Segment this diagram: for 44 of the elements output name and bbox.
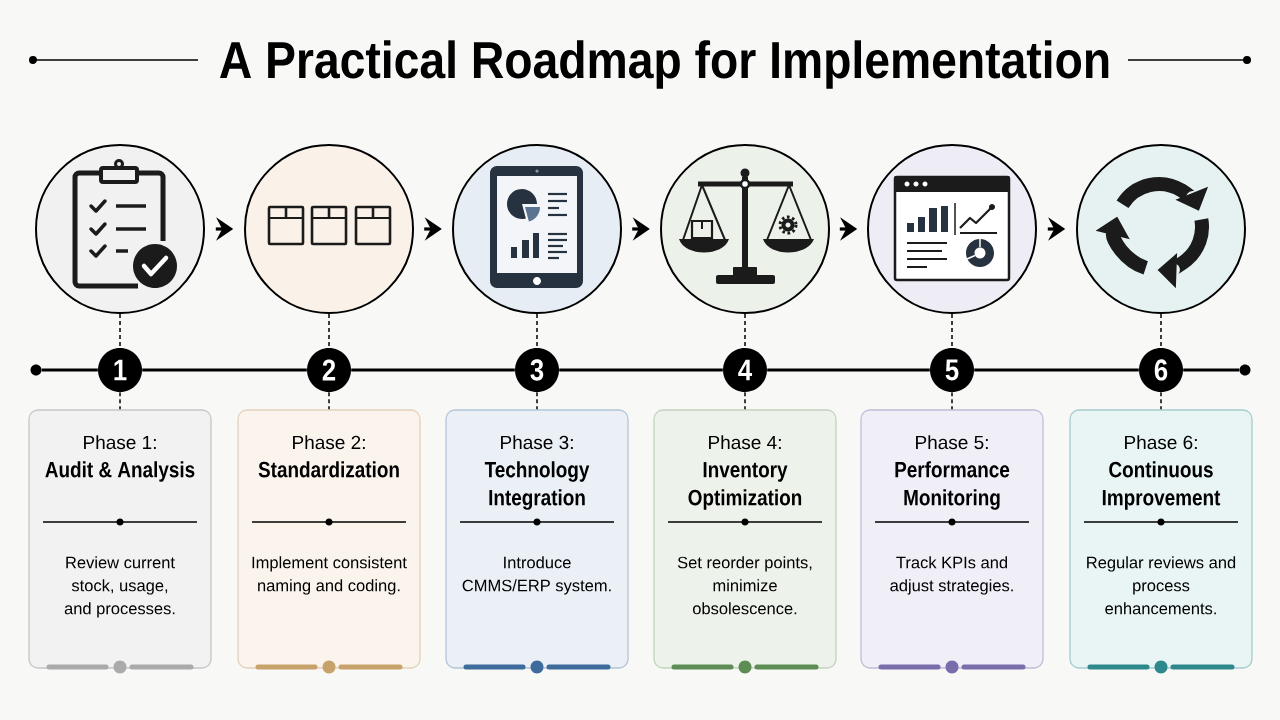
dashed-connector <box>119 391 121 411</box>
timeline-line <box>41 368 98 372</box>
dashed-connector <box>119 313 121 349</box>
step-number: 6 <box>1139 348 1183 392</box>
phase-label: Phase 1: <box>84 435 156 450</box>
phase-label: Phase 5: <box>916 435 988 450</box>
dashed-connector <box>951 313 953 349</box>
phase-description: Review current stock, usage, and processes. <box>64 556 175 618</box>
step-number: 5 <box>930 348 974 392</box>
phase-title: Inventory Optimization <box>688 462 802 510</box>
phase-description: Regular reviews and process enhancements. <box>1087 556 1236 615</box>
timeline-line <box>351 368 515 372</box>
phase-label: Phase 2: <box>293 435 365 450</box>
dashed-connector <box>1160 391 1162 411</box>
timeline-line <box>767 368 930 372</box>
phase-label: Phase 4: <box>709 435 781 450</box>
phase-title: Continuous Improvement <box>1102 461 1221 510</box>
timeline-line <box>559 368 723 372</box>
dashed-connector <box>328 391 330 411</box>
step-number: 3 <box>515 348 559 392</box>
phase-description: Implement consistent naming and coding. <box>252 556 407 595</box>
step-number: 4 <box>723 348 767 392</box>
dashed-connector <box>328 313 330 349</box>
timeline-line <box>142 368 307 372</box>
phase-title: Technology Integration <box>484 461 590 510</box>
phase-description: Introduce CMMS/ERP system. <box>462 556 611 595</box>
timeline-line <box>974 368 1139 372</box>
dashed-connector <box>744 313 746 349</box>
phase-description: Set reorder points, minimize obsolescence. <box>677 556 812 615</box>
step-number: 2 <box>307 348 351 392</box>
phase-title: Performance Monitoring <box>895 461 1010 510</box>
phase-description: Track KPIs and adjust strategies. <box>890 556 1013 595</box>
dashed-connector <box>744 391 746 411</box>
title: A Practical Roadmap for Implementation <box>220 40 1109 89</box>
dashed-connector <box>536 391 538 411</box>
dashed-connector <box>1160 313 1162 349</box>
dashed-connector <box>536 313 538 349</box>
phase-label: Phase 6: <box>1125 435 1197 450</box>
timeline-line <box>1183 368 1240 372</box>
step-number: 1 <box>98 348 142 392</box>
dashed-connector <box>951 391 953 411</box>
phase-title: Audit & Analysis <box>45 461 195 482</box>
phase-title: Standardization <box>258 461 399 478</box>
phase-label: Phase 3: <box>501 435 573 450</box>
